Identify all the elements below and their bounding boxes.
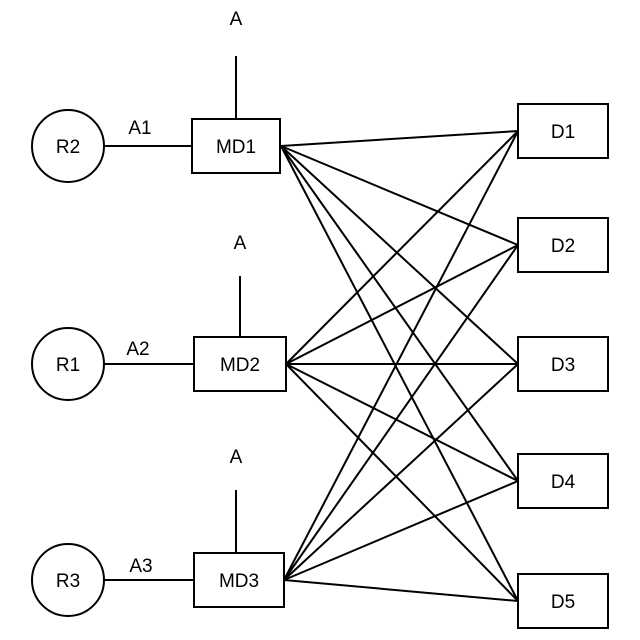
link-label-a1: A1 <box>128 118 151 139</box>
edge-md2-d2 <box>286 245 518 364</box>
destination-label-d1: D1 <box>551 122 575 143</box>
mediator-label-md1: MD1 <box>216 137 256 158</box>
mediator-node-md1: A MD1 <box>192 9 280 173</box>
destination-label-d3: D3 <box>551 355 575 376</box>
source-node-r2: R2 A1 <box>32 110 192 182</box>
destination-label-d5: D5 <box>551 592 575 613</box>
antenna-label-md1: A <box>230 9 243 30</box>
edge-md1-d3 <box>281 146 518 364</box>
source-label-r3: R3 <box>56 571 80 592</box>
mediator-node-md3: A MD3 <box>194 447 284 607</box>
source-label-r2: R2 <box>56 137 80 158</box>
source-label-r1: R1 <box>56 355 80 376</box>
destination-node-d2: D2 <box>518 218 608 272</box>
source-node-r1: R1 A2 <box>32 328 194 400</box>
mediator-label-md3: MD3 <box>219 571 259 592</box>
destination-node-d1: D1 <box>518 104 608 158</box>
destination-label-d2: D2 <box>551 236 575 257</box>
destination-node-d4: D4 <box>518 454 608 508</box>
edge-md2-d4 <box>286 364 518 481</box>
destination-label-d4: D4 <box>551 472 576 493</box>
destination-node-d5: D5 <box>518 574 608 628</box>
mediator-destination-edges <box>281 131 518 601</box>
mediator-node-md2: A MD2 <box>194 233 286 391</box>
destination-node-d3: D3 <box>518 337 608 391</box>
edge-md2-d1 <box>286 131 518 364</box>
mediator-label-md2: MD2 <box>220 355 260 376</box>
edge-md1-d1 <box>281 131 518 146</box>
link-label-a3: A3 <box>129 556 152 577</box>
source-node-r3: R3 A3 <box>32 544 194 616</box>
antenna-label-md2: A <box>234 233 247 254</box>
edge-md3-d5 <box>284 580 518 601</box>
antenna-label-md3: A <box>230 447 243 468</box>
link-label-a2: A2 <box>126 339 149 360</box>
